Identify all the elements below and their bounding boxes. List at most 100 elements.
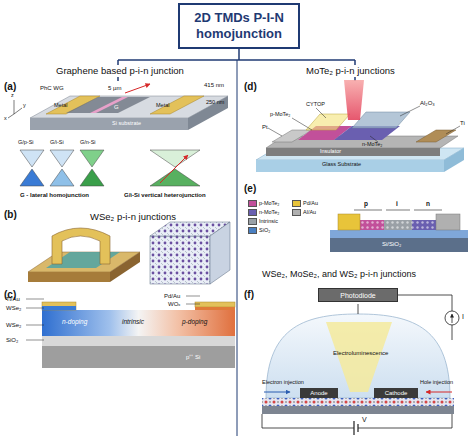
dirac-cone [150, 169, 200, 186]
graphene-device [8, 84, 228, 130]
part-label: Si substrate [112, 121, 141, 127]
electrode-label: Pt [262, 124, 268, 130]
layer-label: Pd/Au [164, 293, 180, 299]
legend-entry: n-MoTe₂ [248, 209, 279, 216]
wse2-device [150, 236, 210, 284]
panel-letter: (d) [244, 82, 257, 92]
dirac-cone [20, 150, 200, 186]
injection-label: Hole injection [420, 380, 453, 386]
region-label: i [396, 201, 398, 208]
tree-connector [238, 49, 240, 60]
layer-label: WSe₂ [6, 305, 21, 311]
legend-entry: SiO₂ [248, 227, 270, 234]
tree-connector [237, 60, 238, 436]
mote2-device [306, 114, 350, 130]
mote2-cross-section [330, 238, 468, 252]
sub-caption: G - lateral homojunction [20, 192, 89, 198]
layer-label: WSe₂ [6, 322, 21, 328]
tree-connector [354, 60, 356, 65]
led-device [264, 392, 290, 393]
title-box: 2D TMDs P-I-N homojunction [178, 3, 300, 49]
legend-text: n-MoTe₂ [259, 210, 279, 216]
wse2-cross-section [42, 310, 235, 336]
wse2-cross-section [26, 296, 235, 368]
wse2-device [28, 222, 230, 284]
legend-entry: Intrinsic [248, 218, 278, 225]
wse2-cross-section [42, 336, 235, 346]
region-label: n-doping [62, 319, 87, 326]
led-device [445, 311, 459, 325]
graphene-device [66, 97, 150, 113]
layer-label: WOₓ [168, 301, 180, 307]
node-text: Anode [310, 390, 327, 396]
layer-label: n-MoTe₂ [362, 142, 382, 148]
legend-entry: p-MoTe₂ [248, 200, 279, 207]
mote2-device [268, 106, 460, 142]
legend-entry: Pd/Au [292, 200, 318, 207]
legend-swatch [248, 218, 257, 225]
legend-swatch [292, 209, 301, 216]
layer-label: CYTOP [306, 102, 325, 108]
junction-label: G/n-Si [80, 140, 96, 146]
part-label: Metal [54, 103, 67, 109]
section-heading: MoTe₂ p-i-n junctions [306, 66, 395, 76]
legend-text: Pd/Au [303, 201, 318, 207]
mote2-device [352, 112, 410, 128]
section-heading: WSe₂, MoSe₂, and WS₂ p-i-n junctions [262, 270, 416, 279]
injection-label: Electron injection [262, 380, 304, 386]
layer-label: Al₂O₃ [420, 100, 435, 106]
graphene-device [150, 96, 204, 114]
led-device [358, 304, 359, 314]
panel-letter: (e) [244, 184, 256, 194]
dirac-cone [80, 150, 104, 167]
region-label: n [426, 201, 430, 208]
led-device [426, 392, 452, 393]
legend-swatch [248, 209, 257, 216]
region-label: intrinsic [122, 319, 144, 326]
photodiode-box: Photodiode [318, 288, 398, 302]
mote2-device [266, 148, 440, 156]
mote2-device [256, 80, 464, 172]
part-label: Metal [156, 103, 169, 109]
led-device [398, 295, 452, 340]
node-text: Cathode [385, 390, 408, 396]
dirac-cone [50, 150, 74, 167]
wse2-cross-section [42, 346, 235, 368]
wse2-cross-section [42, 306, 76, 310]
current-label: I [462, 313, 464, 320]
panel-letter: (f) [244, 290, 254, 300]
axis-label: y [23, 103, 26, 109]
panel-letter: (a) [4, 82, 16, 92]
wse2-device [210, 222, 230, 284]
mote2-cross-section [330, 210, 468, 252]
node-text: 2D TMDs P-I-N homojunction [180, 10, 298, 43]
junction-label: G/p-Si [18, 140, 34, 146]
wse2-device [110, 252, 140, 282]
led-device [452, 314, 453, 323]
layer-label: Glass Substrate [322, 162, 361, 168]
graphene-device [8, 100, 22, 118]
part-label: G [114, 104, 119, 110]
dimension: 415 nm [204, 82, 224, 88]
wse2-device [28, 272, 110, 282]
graphene-device [90, 97, 128, 113]
axis-label: x [4, 116, 7, 122]
mote2-cross-section [352, 220, 444, 230]
led-device [262, 406, 454, 414]
part-label: PhC WG [40, 85, 64, 91]
cathode-electrode: Cathode [374, 388, 418, 398]
dimension: 250 nm [206, 100, 224, 106]
dirac-cone [160, 155, 188, 183]
region-label: p [364, 201, 368, 208]
dirac-cone [80, 169, 104, 186]
led-device [262, 414, 452, 428]
tree-connector [117, 77, 119, 81]
legend-text: Al/Au [303, 210, 316, 216]
layer-label: Insulator [320, 149, 341, 155]
led-device [266, 314, 450, 398]
panel-letter: (b) [4, 210, 17, 220]
legend-swatch [292, 200, 301, 207]
graphene-device [125, 84, 150, 93]
wse2-cross-section [195, 307, 235, 310]
